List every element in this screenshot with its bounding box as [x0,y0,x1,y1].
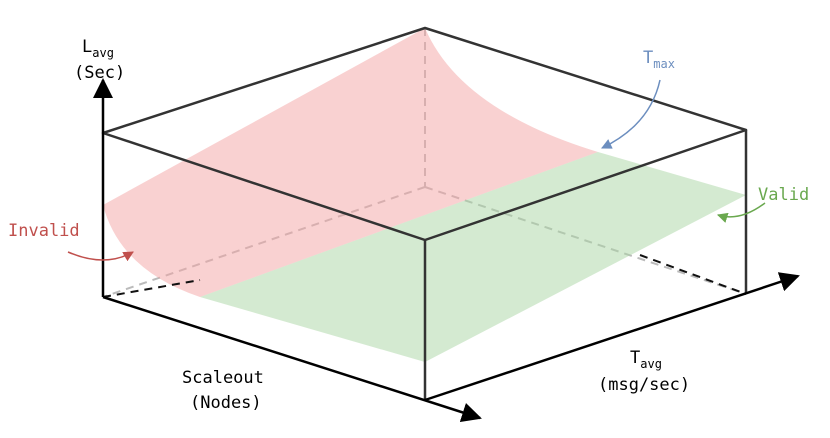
invalid-region-surface [103,28,598,297]
latency-axis-name: L [82,37,92,57]
scaleout-axis-name: Scaleout [182,368,264,388]
invalid-label: Invalid [8,221,80,241]
axes [93,78,800,423]
bottom-dashed-edges [102,254,747,298]
latency-axis-subscript: avg [92,46,114,60]
scaleout-axis-unit: (Nodes) [190,393,262,413]
valid-label: Valid [758,185,809,205]
latency-axis-unit: (Sec) [74,63,125,83]
throughput-axis [424,272,800,402]
tmax-label: Tmax [643,48,675,71]
valid-region-surface [200,152,746,362]
throughput-axis-name: T [630,348,640,368]
tmax-subscript: max [653,57,675,71]
throughput-axis-unit: (msg/sec) [598,375,690,395]
bottom-right-dashed-edge [639,254,747,295]
tmax-name: T [643,48,653,68]
valid-arrow [716,202,766,223]
latency-axis-label: Lavg [82,37,114,60]
throughput-axis-label: Tavg [630,348,662,371]
invalid-arrow [67,251,134,262]
bottom-left-dashed-edge [102,279,201,298]
box-edges [101,26,748,400]
scaleout-axis [102,295,482,423]
throughput-axis-subscript: avg [640,357,662,371]
tmax-arrow [601,79,661,149]
